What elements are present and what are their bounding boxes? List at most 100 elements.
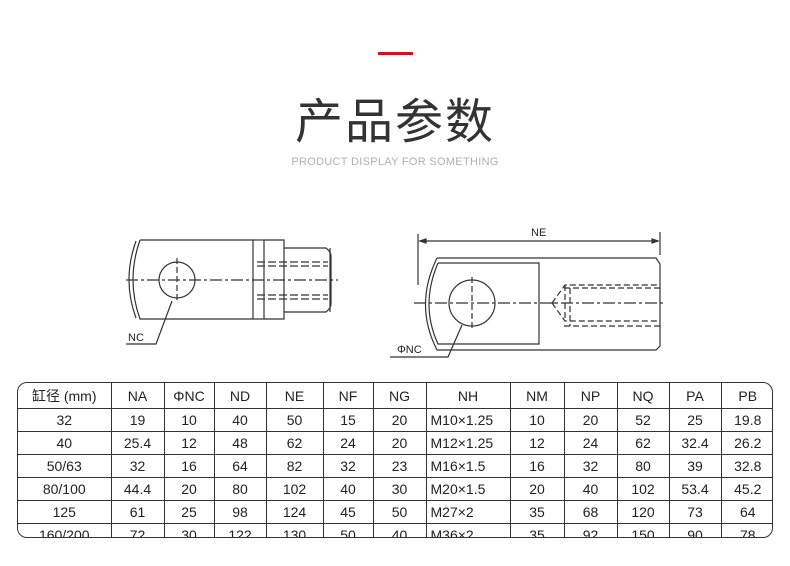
table-cell: 12 (509, 431, 565, 455)
page-title: 产品参数 (294, 94, 495, 150)
column-header: ΦNC (163, 383, 215, 409)
table-cell: 40 (563, 477, 618, 501)
table-cell: 120 (616, 500, 670, 524)
table-cell: 25 (668, 408, 722, 432)
table-cell: 98 (213, 500, 267, 524)
column-header: NH (425, 383, 511, 409)
column-header: ND (213, 383, 267, 409)
table-cell: 16 (509, 454, 565, 478)
top-view-drawing: NE ΦNC (390, 227, 664, 358)
page-subtitle: PRODUCT DISPLAY FOR SOMETHING (291, 156, 499, 168)
table-cell: 102 (265, 477, 324, 501)
side-view-drawing: NC (126, 239, 338, 345)
table-cell: 32 (322, 454, 374, 478)
column-header: PB (720, 383, 772, 409)
table-cell: 32 (18, 408, 112, 432)
table-cell: 19.8 (720, 408, 772, 432)
column-header: NG (372, 383, 427, 409)
table-cell: 62 (616, 431, 670, 455)
table-cell: 10 (509, 408, 565, 432)
column-header: NF (322, 383, 374, 409)
table-cell: 124 (265, 500, 324, 524)
table-cell: 82 (265, 454, 324, 478)
table-cell: 50 (265, 408, 324, 432)
table-cell: 40 (213, 408, 267, 432)
table-cell: 20 (372, 408, 427, 432)
table-cell: 73 (668, 500, 722, 524)
table-cell: 160/200 (18, 523, 112, 537)
table-cell: 61 (110, 500, 165, 524)
table-cell: 80 (616, 454, 670, 478)
table-cell: 35 (509, 523, 565, 537)
column-header: NQ (616, 383, 670, 409)
table-cell: 50/63 (18, 454, 112, 478)
table-cell: 20 (372, 431, 427, 455)
table-cell: 102 (616, 477, 670, 501)
column-header: NE (265, 383, 324, 409)
table-cell: 62 (265, 431, 324, 455)
table-cell: 12 (163, 431, 215, 455)
table-cell: 44.4 (110, 477, 165, 501)
table-cell: M36×2 (425, 523, 511, 537)
table-cell: 130 (265, 523, 324, 537)
column-header: NP (563, 383, 618, 409)
table-cell: 32.4 (668, 431, 722, 455)
table-cell: 125 (18, 500, 112, 524)
table-cell: M16×1.5 (425, 454, 511, 478)
table-cell: 50 (322, 523, 374, 537)
table-cell: 20 (563, 408, 618, 432)
table-cell: 32.8 (720, 454, 772, 478)
table-cell: M12×1.25 (425, 431, 511, 455)
table-cell: 24 (563, 431, 618, 455)
table-cell: 80 (213, 477, 267, 501)
table-cell: 45.2 (720, 477, 772, 501)
table-cell: 16 (163, 454, 215, 478)
table-cell: M27×2 (425, 500, 511, 524)
table-cell: 78 (720, 523, 772, 537)
column-header: NM (509, 383, 565, 409)
column-header: NA (110, 383, 165, 409)
table-cell: 48 (213, 431, 267, 455)
table-cell: 50 (372, 500, 427, 524)
table-cell: 30 (372, 477, 427, 501)
phi-nc-label: ΦNC (397, 344, 422, 356)
table-cell: 32 (563, 454, 618, 478)
table-cell: M10×1.25 (425, 408, 511, 432)
table-cell: 10 (163, 408, 215, 432)
nc-label: NC (128, 332, 144, 344)
table-cell: M20×1.5 (425, 477, 511, 501)
table-cell: 64 (720, 500, 772, 524)
table-cell: 26.2 (720, 431, 772, 455)
table-cell: 64 (213, 454, 267, 478)
table-cell: 150 (616, 523, 670, 537)
ne-label: NE (531, 227, 546, 239)
table-cell: 39 (668, 454, 722, 478)
table-cell: 20 (163, 477, 215, 501)
table-cell: 72 (110, 523, 165, 537)
table-cell: 80/100 (18, 477, 112, 501)
table-cell: 92 (563, 523, 618, 537)
table-cell: 35 (509, 500, 565, 524)
technical-drawings: NC NE ΦNC (126, 227, 664, 358)
table-cell: 90 (668, 523, 722, 537)
table-cell: 52 (616, 408, 670, 432)
column-header: 缸径 (mm) (18, 383, 112, 409)
table-cell: 40 (372, 523, 427, 537)
table-cell: 24 (322, 431, 374, 455)
table-cell: 25.4 (110, 431, 165, 455)
table-cell: 19 (110, 408, 165, 432)
table-cell: 25 (163, 500, 215, 524)
table-cell: 40 (322, 477, 374, 501)
table-cell: 45 (322, 500, 374, 524)
table-cell: 20 (509, 477, 565, 501)
table-cell: 15 (322, 408, 374, 432)
table-cell: 40 (18, 431, 112, 455)
column-header: PA (668, 383, 722, 409)
